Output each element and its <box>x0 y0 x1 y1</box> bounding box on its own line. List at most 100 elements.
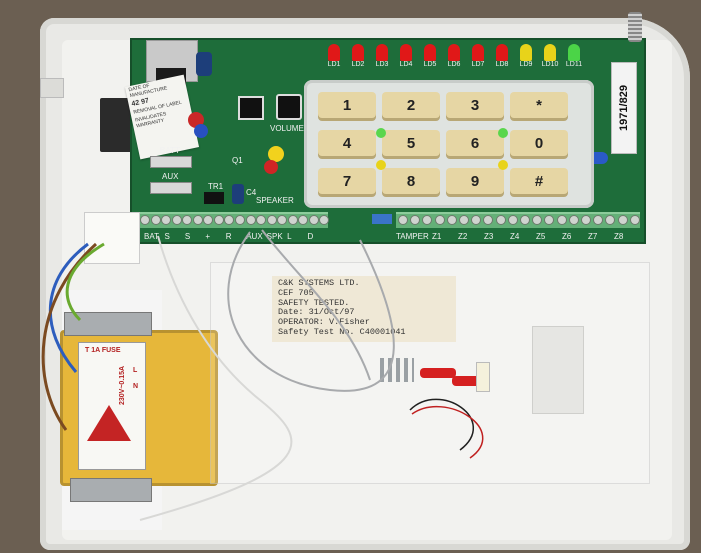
terminal-screw[interactable] <box>471 215 482 225</box>
led-bulb <box>352 44 364 61</box>
terminal-screw[interactable] <box>140 215 150 225</box>
tr1-label: TR1 <box>208 182 224 191</box>
terminal-screw[interactable] <box>266 215 277 225</box>
terminal-screw[interactable] <box>235 215 245 225</box>
terminal-screw[interactable] <box>593 215 604 225</box>
led: LD4 <box>394 44 418 68</box>
serial-tag: 1971/829 <box>611 62 637 154</box>
terminal-screw[interactable] <box>171 215 182 225</box>
led-label: LD5 <box>423 61 437 68</box>
fuse-rating-text: T 1A FUSE <box>85 347 121 354</box>
grey-wire <box>139 235 293 521</box>
led-label: LD7 <box>471 61 485 68</box>
terminal-screw[interactable] <box>495 215 506 225</box>
terminal-screw[interactable] <box>182 215 193 225</box>
keypad-key[interactable]: 3 <box>446 92 504 118</box>
keypad-key[interactable]: 0 <box>510 130 568 156</box>
terminal-screw[interactable] <box>483 215 494 225</box>
terminal-label: BAT <box>144 232 159 241</box>
terminal-screw[interactable] <box>581 215 591 225</box>
led-label: LD6 <box>447 61 461 68</box>
q1-label: Q1 <box>232 156 243 165</box>
led: LD2 <box>346 44 370 68</box>
terminal-screw[interactable] <box>544 215 555 225</box>
terminal-screw[interactable] <box>298 215 309 225</box>
grey-wire <box>261 229 371 381</box>
tamper-switch[interactable] <box>372 214 392 224</box>
relay-left[interactable] <box>238 96 264 120</box>
terminal-screw[interactable] <box>245 215 256 225</box>
volume-label: VOLUME <box>270 124 304 133</box>
led-bulb <box>472 44 484 61</box>
led: LD8 <box>490 44 514 68</box>
keypad-key[interactable]: 1 <box>318 92 376 118</box>
led-bulb <box>424 44 436 61</box>
terminal-screw[interactable] <box>287 215 298 225</box>
capacitor-c4 <box>232 184 244 204</box>
earth-wire <box>65 242 105 322</box>
speaker-label: SPEAKER <box>256 196 294 205</box>
terminal-screw[interactable] <box>410 215 421 225</box>
led-bulb <box>496 44 508 61</box>
terminal-screw[interactable] <box>568 215 579 225</box>
terminal-screw[interactable] <box>629 215 640 225</box>
led-label: LD3 <box>375 61 389 68</box>
capacitor <box>196 52 212 76</box>
keypad-key[interactable]: # <box>510 168 568 194</box>
led: LD9 <box>514 44 538 68</box>
terminal-screw[interactable] <box>319 215 330 225</box>
terminal-screw[interactable] <box>150 215 161 225</box>
blue-wire <box>48 242 89 373</box>
terminal-label: Z2 <box>458 232 468 241</box>
safety-test-card: C&K SYSTEMS LTD. CEF 705 SAFETY TESTED. … <box>272 276 456 342</box>
led-label: LD11 <box>565 61 583 68</box>
terminal-screw[interactable] <box>213 215 224 225</box>
led-label: LD9 <box>519 61 533 68</box>
c4-label: C4 <box>246 188 257 197</box>
terminal-screw[interactable] <box>192 215 203 225</box>
terminal-screw[interactable] <box>277 215 288 225</box>
batt-fuse <box>150 156 192 168</box>
terminal-screw[interactable] <box>605 215 616 225</box>
terminal-screw[interactable] <box>161 215 172 225</box>
aux-label: AUX <box>162 172 179 181</box>
keypad-key[interactable]: 4 <box>318 130 376 156</box>
transformer-clamp-top <box>64 312 152 336</box>
keypad-key[interactable]: 8 <box>382 168 440 194</box>
terminal-screw[interactable] <box>422 215 433 225</box>
keypad-key[interactable]: * <box>510 92 568 118</box>
battery-connector-clip <box>40 78 64 98</box>
volume-potentiometer[interactable] <box>276 94 302 120</box>
keypad-key[interactable]: 9 <box>446 168 504 194</box>
grey-wire <box>227 231 395 392</box>
terminal-label: Z1 <box>432 232 442 241</box>
terminal-screw[interactable] <box>434 215 445 225</box>
terminal-screw[interactable] <box>398 215 408 225</box>
terminal-screw[interactable] <box>507 215 518 225</box>
terminal-screw[interactable] <box>256 215 267 225</box>
red-crocodile-clip <box>420 368 456 378</box>
status-led-yellow <box>376 160 386 170</box>
keypad-key[interactable]: 7 <box>318 168 376 194</box>
terminal-screw[interactable] <box>556 215 567 225</box>
terminal-screw[interactable] <box>520 215 530 225</box>
terminal-screw[interactable] <box>203 215 214 225</box>
terminal-screw[interactable] <box>224 215 235 225</box>
led-label: LD2 <box>351 61 365 68</box>
led-bulb <box>448 44 460 61</box>
terminal-screw[interactable] <box>446 215 457 225</box>
terminal-screw[interactable] <box>459 215 469 225</box>
terminal-screw[interactable] <box>308 215 319 225</box>
keypad-key[interactable]: 5 <box>382 130 440 156</box>
keypad-key[interactable]: 2 <box>382 92 440 118</box>
keypad-key[interactable]: 6 <box>446 130 504 156</box>
terminal-label: + <box>205 232 210 241</box>
card-line: Date: 31/Oct/97 <box>278 307 355 318</box>
led-bulb <box>568 44 580 61</box>
led-bulb <box>400 44 412 61</box>
led-label: LD4 <box>399 61 413 68</box>
terminal-label: Z6 <box>562 232 572 241</box>
terminal-screw[interactable] <box>617 215 628 225</box>
terminal-screw[interactable] <box>532 215 543 225</box>
